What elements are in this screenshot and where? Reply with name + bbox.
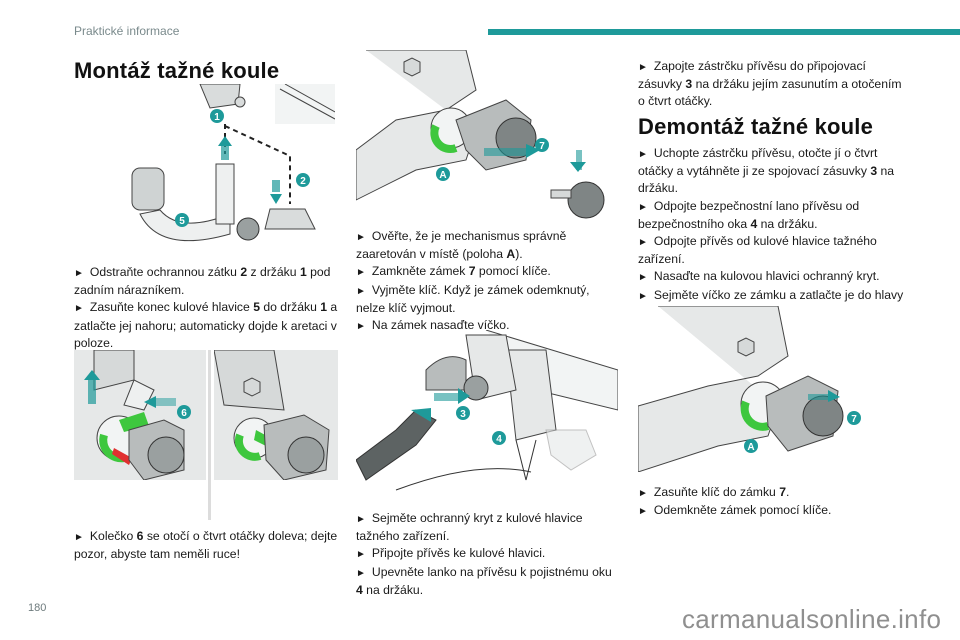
bullet-icon: ► — [356, 232, 366, 243]
dismount-steps-1: ►Uchopte zástrčku přívěsu, otočte jí o č… — [638, 145, 912, 322]
bullet-icon: ► — [638, 149, 648, 160]
bullet-icon: ► — [74, 532, 84, 543]
mount-steps-1: ►Odstraňte ochrannou zátku 2 z držáku 1 … — [74, 264, 340, 352]
step: ►Zapojte zástrčku přívěsu do připojovací… — [638, 59, 902, 109]
step: ►Nasaďte na kulovou hlavici ochranný kry… — [638, 269, 880, 284]
figure-key-insert: 7 A — [638, 306, 868, 472]
bullet-icon: ► — [638, 506, 648, 518]
locking-wheel-locked-illustration — [214, 350, 338, 480]
step: ►Odstraňte ochrannou zátku 2 z držáku 1 … — [74, 265, 331, 298]
bullet-icon: ► — [356, 267, 366, 279]
figure-lock-cap: 7 A — [356, 50, 616, 220]
callout-5: 5 — [179, 216, 185, 227]
dismount-steps-2: ►Zasuňte klíč do zámku 7. ►Odemkněte zám… — [638, 484, 912, 520]
bullet-icon: ► — [638, 62, 648, 73]
bullet-icon: ► — [638, 272, 648, 284]
figure-trailer-socket: 3 4 — [356, 330, 618, 498]
step: ►Uchopte zástrčku přívěsu, otočte jí o č… — [638, 146, 895, 196]
callout-A: A — [747, 442, 754, 453]
header-accent-bar — [488, 29, 960, 35]
callout-7: 7 — [851, 414, 857, 425]
figure-divider — [208, 350, 211, 520]
figure-wheel-locked — [214, 350, 338, 480]
step: ►Odpojte přívěs od kulové hlavice tažnéh… — [638, 234, 877, 267]
step: ►Kolečko 6 se otočí o čtvrt otáčky dolev… — [74, 529, 338, 562]
step: ►Ověřte, že je mechanismus správně zaare… — [356, 229, 567, 262]
step: ►Odpojte bezpečnostní lano přívěsu od be… — [638, 198, 860, 231]
watermark: carmanualsonline.info — [682, 604, 942, 634]
bullet-icon: ► — [74, 303, 84, 315]
bullet-icon: ► — [356, 549, 366, 561]
figure-tow-ball-mount: 1 2 5 — [120, 84, 335, 254]
bullet-icon: ► — [356, 514, 366, 525]
bullet-icon: ► — [356, 321, 366, 333]
locking-wheel-rotate-illustration: 6 — [74, 350, 206, 480]
mount-steps-3: ►Ověřte, že je mechanismus správně zaare… — [356, 228, 618, 335]
callout-6: 6 — [181, 408, 187, 419]
step: ►Zamkněte zámek 7 pomocí klíče. — [356, 264, 551, 279]
step: ►Zasuňte klíč do zámku 7. — [638, 485, 790, 499]
callout-A: A — [439, 170, 446, 181]
bullet-icon: ► — [638, 237, 648, 249]
callout-1: 1 — [214, 112, 220, 123]
bullet-icon: ► — [356, 567, 366, 579]
tow-ball-mount-illustration: 1 2 5 — [131, 84, 335, 242]
callout-2: 2 — [300, 176, 306, 187]
step: ►Upevněte lanko na přívěsu k pojistnému … — [356, 564, 612, 597]
section-title-dismount: Demontáž tažné koule — [638, 114, 874, 139]
bullet-icon: ► — [356, 285, 366, 297]
step: ►Vyjměte klíč. Když je zámek odemknutý, … — [356, 282, 590, 315]
step: ►Zasuňte konec kulové hlavice 5 do držák… — [74, 300, 338, 350]
step: ►Odemkněte zámek pomocí klíče. — [638, 503, 832, 518]
bullet-icon: ► — [74, 268, 84, 279]
bullet-icon: ► — [638, 488, 648, 499]
step: ►Na zámek nasaďte víčko. — [356, 318, 510, 333]
mount-steps-2: ►Kolečko 6 se otočí o čtvrt otáčky dolev… — [74, 528, 340, 563]
key-insert-illustration: 7 A — [638, 306, 861, 472]
step: ►Připojte přívěs ke kulové hlavici. — [356, 546, 546, 561]
callout-3: 3 — [460, 409, 466, 420]
mount-steps-4: ►Sejměte ochranný kryt z kulové hlavice … — [356, 510, 618, 599]
callout-7: 7 — [539, 141, 545, 152]
section-title-mount: Montáž tažné koule — [74, 58, 280, 83]
running-header: Praktické informace — [74, 24, 180, 38]
mount-steps-5: ►Zapojte zástrčku přívěsu do připojovací… — [638, 58, 910, 111]
lock-cap-illustration: 7 A — [356, 50, 605, 219]
figure-wheel-rotate-left: 6 — [74, 350, 206, 480]
page-number: 180 — [28, 602, 47, 614]
bullet-icon: ► — [638, 201, 648, 213]
step: ►Sejměte ochranný kryt z kulové hlavice … — [356, 511, 583, 544]
callout-4: 4 — [496, 434, 502, 445]
bullet-icon: ► — [638, 290, 648, 302]
trailer-socket-illustration: 3 4 — [356, 330, 618, 491]
